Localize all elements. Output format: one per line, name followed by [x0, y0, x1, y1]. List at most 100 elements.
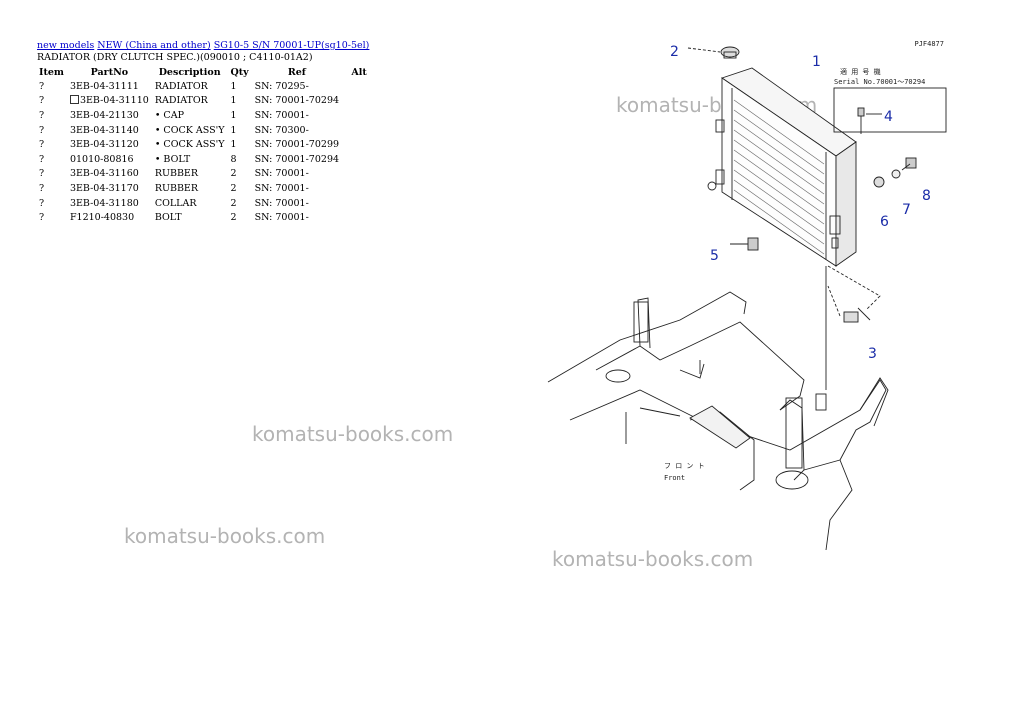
cell-description: RADIATOR: [152, 94, 228, 109]
watermark: komatsu-books.com: [124, 524, 326, 548]
cell-qty-text: 2: [230, 197, 237, 209]
cell-ref: SN: 70001-: [252, 210, 342, 225]
callout-2: 2: [670, 44, 679, 60]
breadcrumb-link-new-models[interactable]: new models: [37, 40, 95, 51]
cell-item-text: ?: [39, 153, 45, 165]
col-header-ref: Ref: [287, 66, 306, 78]
cell-ref: SN: 70295-: [252, 79, 342, 94]
cell-item-text: ?: [39, 80, 45, 92]
serial-note-box: [833, 87, 947, 133]
frame-illustration: [547, 291, 889, 551]
parts-table: Item PartNo Description Qty Ref Alt ?3EB…: [36, 65, 376, 225]
callout-1: 1: [812, 54, 821, 70]
cell-ref-text: SN: 70001-70294: [254, 95, 340, 107]
cell-item-text: ?: [39, 95, 45, 107]
cell-qty-text: 1: [230, 124, 237, 136]
cell-description-text: • COCK ASS'Y: [154, 139, 225, 151]
cell-alt: [342, 108, 376, 123]
cell-ref-text: SN: 70001-: [254, 212, 309, 224]
cell-qty-text: 1: [230, 109, 237, 121]
callout-8: 8: [922, 188, 931, 204]
cell-qty: 1: [227, 123, 251, 138]
cell-description-text: RUBBER: [154, 182, 199, 194]
cell-alt: [342, 123, 376, 138]
cell-item: ?: [36, 94, 67, 109]
exploded-parts-diagram: PJF4877 適 用 号 機 Serial No.70001～70294 フ …: [547, 40, 947, 551]
cell-ref: SN: 70001-70294: [252, 152, 342, 167]
cell-qty: 8: [227, 152, 251, 167]
cell-description: COLLAR: [152, 196, 228, 211]
watermark: komatsu-books.com: [252, 422, 454, 446]
cell-qty-text: 1: [230, 80, 237, 92]
cell-ref-text: SN: 70001-: [254, 182, 309, 194]
cell-ref: SN: 70001-: [252, 108, 342, 123]
cell-partno: 3EB-04-31120: [67, 137, 152, 152]
cell-item: ?: [36, 196, 67, 211]
callout-5: 5: [710, 248, 719, 264]
cell-partno: 3EB-04-31160: [67, 167, 152, 182]
col-header-item: Item: [39, 66, 64, 78]
radiator-illustration: [707, 67, 857, 267]
cell-partno: F1210-40830: [67, 210, 152, 225]
cell-alt: [342, 196, 376, 211]
cell-alt: [342, 181, 376, 196]
table-header-row: Item PartNo Description Qty Ref Alt: [36, 65, 376, 79]
cell-description-text: • CAP: [154, 109, 184, 121]
cell-partno: 3EB-04-31140: [67, 123, 152, 138]
front-label: Front: [664, 474, 685, 482]
cell-ref: SN: 70001-: [252, 181, 342, 196]
col-header-description: Description: [158, 66, 221, 78]
cell-alt: [342, 94, 376, 109]
cell-partno: 3EB-04-21130: [67, 108, 152, 123]
cell-partno: 01010-80816: [67, 152, 152, 167]
cell-partno: 3EB-04-31110: [67, 94, 152, 109]
cell-ref: SN: 70300-: [252, 123, 342, 138]
col-header-alt: Alt: [351, 66, 367, 78]
col-header-qty: Qty: [230, 66, 249, 78]
cell-qty-text: 1: [230, 139, 237, 151]
cell-alt: [342, 137, 376, 152]
cell-item: ?: [36, 167, 67, 182]
cell-qty-text: 2: [230, 182, 237, 194]
cell-item-text: ?: [39, 212, 45, 224]
cell-ref-text: SN: 70295-: [254, 80, 309, 92]
cell-item-text: ?: [39, 124, 45, 136]
row-checkbox[interactable]: [69, 95, 79, 105]
cell-partno: 3EB-04-31180: [67, 196, 152, 211]
cell-ref: SN: 70001-70299: [252, 137, 342, 152]
cell-partno: 3EB-04-31170: [67, 181, 152, 196]
col-header-partno: PartNo: [90, 66, 129, 78]
breadcrumb-link-new-china[interactable]: NEW (China and other): [97, 40, 211, 51]
cell-description-text: BOLT: [154, 212, 182, 224]
cell-description-text: COLLAR: [154, 197, 197, 209]
cell-ref-text: SN: 70001-: [254, 168, 309, 180]
cell-partno-text: 3EB-04-21130: [69, 109, 139, 121]
callout-3: 3: [868, 346, 877, 362]
cell-qty-text: 1: [230, 95, 237, 107]
cell-description: • COCK ASS'Y: [152, 123, 228, 138]
cell-qty: 1: [227, 79, 251, 94]
cell-ref: SN: 70001-70294: [252, 94, 342, 109]
cell-partno-text: 01010-80816: [69, 153, 134, 165]
cell-partno-text: 3EB-04-31110: [79, 95, 149, 107]
cell-description: RUBBER: [152, 167, 228, 182]
cell-qty: 1: [227, 108, 251, 123]
cell-item: ?: [36, 181, 67, 196]
cell-item: ?: [36, 210, 67, 225]
cell-ref-text: SN: 70001-: [254, 109, 309, 121]
watermark: komatsu-books.com: [552, 547, 754, 571]
cell-item-text: ?: [39, 139, 45, 151]
cell-item: ?: [36, 152, 67, 167]
front-label-jp: フ ロ ン ト: [664, 462, 705, 470]
page-title: RADIATOR (DRY CLUTCH SPEC.)(090010 ; C41…: [37, 52, 313, 63]
cell-item-text: ?: [39, 197, 45, 209]
breadcrumb-link-model[interactable]: SG10-5 S/N 70001-UP(sg10-5el): [213, 40, 370, 51]
callout-6: 6: [880, 214, 889, 230]
cell-alt: [342, 152, 376, 167]
cell-qty-text: 2: [230, 212, 237, 224]
cell-item-text: ?: [39, 109, 45, 121]
cell-partno-text: 3EB-04-31120: [69, 139, 139, 151]
cell-ref: SN: 70001-: [252, 167, 342, 182]
